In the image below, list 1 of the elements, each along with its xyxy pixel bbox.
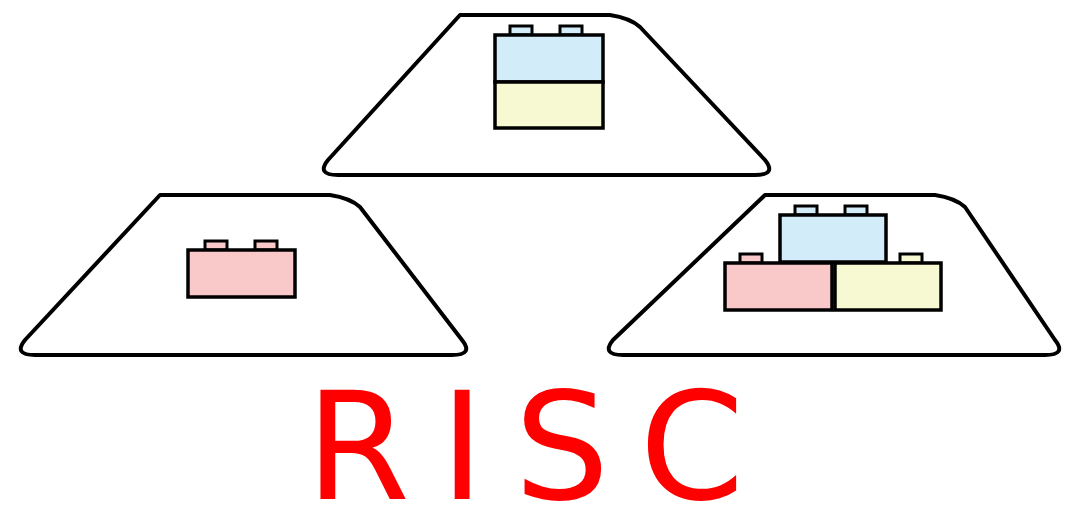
caption-text: RISC bbox=[304, 372, 776, 522]
